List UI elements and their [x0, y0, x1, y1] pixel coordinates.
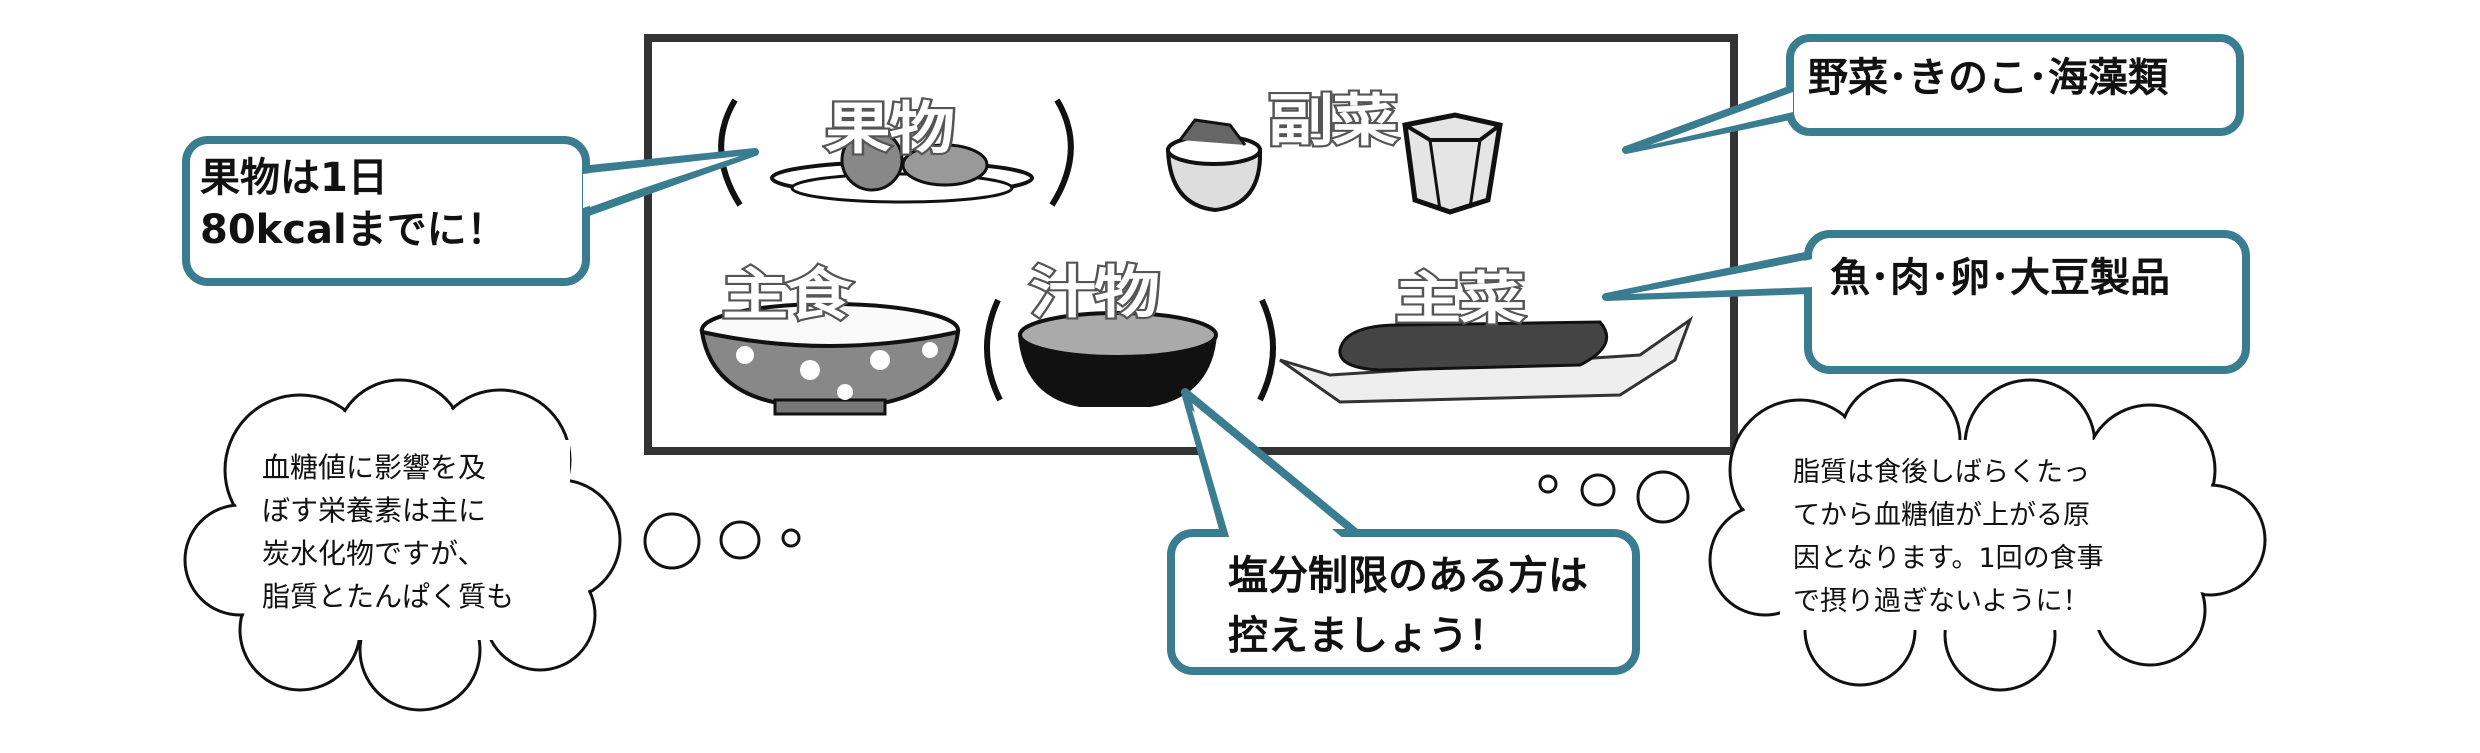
fruit-label: 果物 — [823, 94, 958, 164]
fruit-callout-shape — [182, 136, 759, 286]
side-dish-illustration — [1165, 112, 1503, 215]
cloud-line: 脂質とたんぱく質も — [262, 580, 515, 613]
cloud-line: ぼす栄養素は主に — [262, 494, 487, 527]
soup-callout-line: 控えましょう！ — [1228, 613, 1508, 659]
soup-label: 汁物 — [1028, 258, 1163, 328]
fruit-callout-line: 80kcalまでに！ — [200, 207, 507, 253]
soup-callout-text: 塩分制限のある方は 控えましょう！ — [1228, 546, 1588, 666]
fruit-callout-text: 果物は1日 80kcalまでに！ — [200, 152, 507, 256]
fruit-illustration — [718, 98, 1074, 207]
cloud-line: 炭水化物ですが、 — [262, 537, 486, 570]
side-dish-callout-shape — [1622, 34, 2244, 154]
left-thought-cloud-shape — [183, 378, 801, 712]
cloud-line: てから血糖値が上がる原 — [1793, 500, 2090, 531]
right-thought-cloud-shape — [1538, 378, 2267, 692]
cloud-line: 血糖値に影響を及 — [262, 451, 487, 484]
fruit-callout-line: 果物は1日 — [200, 155, 388, 201]
rice-bowl-illustration — [699, 302, 961, 416]
soup-callout-line: 塩分制限のある方は — [1228, 553, 1588, 599]
cloud-line: 因となります。1回の食事 — [1793, 543, 2104, 574]
cloud-line: で摂り過ぎないように！ — [1793, 586, 2090, 617]
side-dish-callout-text: 野菜･きのこ･海藻類 — [1808, 55, 2168, 101]
fish-plate-illustration — [1279, 315, 1694, 404]
soup-bowl-illustration — [984, 298, 1276, 407]
main-dish-label: 主菜 — [1393, 264, 1528, 334]
main-dish-callout-shape — [1602, 230, 2250, 374]
soup-callout-shape — [1167, 388, 1640, 675]
right-thought-cloud-text: 脂質は食後しばらくたっ てから血糖値が上がる原 因となります。1回の食事 で摂り… — [1793, 451, 2104, 623]
left-thought-cloud-text: 血糖値に影響を及 ぼす栄養素は主に 炭水化物ですが、 脂質とたんぱく質も — [262, 446, 514, 618]
cloud-line: 脂質は食後しばらくたっ — [1793, 457, 2090, 488]
side-dish-label: 副菜 — [1266, 86, 1401, 156]
main-dish-callout-text: 魚･肉･卵･大豆製品 — [1830, 255, 2170, 301]
staple-label: 主食 — [720, 260, 855, 330]
